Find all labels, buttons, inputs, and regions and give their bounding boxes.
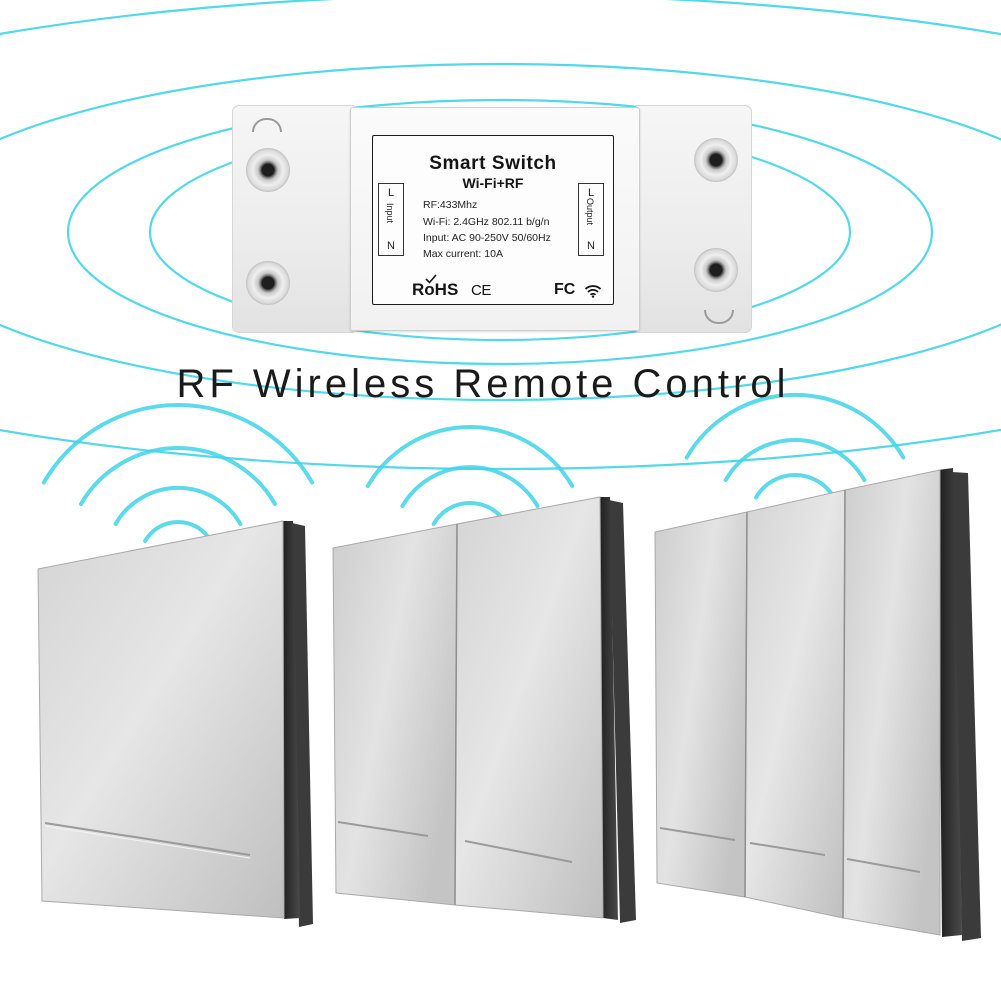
wave-arcs-left [41,403,315,543]
wave-arc [400,465,540,508]
switch-paddle-edge [938,468,962,937]
ce-mark: CE [471,282,491,299]
wave-arc [723,438,867,482]
wave-arc [754,473,836,500]
remote-switch-3-gang [654,468,981,941]
screw-terminal [694,248,738,292]
paddle-divider [744,511,748,898]
remote-switch-1-gang [37,520,313,927]
paddle-groove [337,821,429,837]
switch-paddle [744,489,846,919]
wave-arc [79,446,277,506]
switch-base-edge [952,472,981,941]
spec-rf: RF:433Mhz [423,199,478,211]
wave-arc [684,393,906,460]
terminal-live-label: L [387,187,395,199]
terminal-neutral-label: N [587,240,595,252]
switch-base-edge [609,500,636,923]
screw-terminal [246,148,290,192]
paddle-groove [659,827,736,841]
paddle-divider [842,489,846,919]
switch-paddle [37,520,285,919]
switch-paddle [332,523,458,906]
paddle-groove [749,842,826,856]
signal-ring [66,98,934,366]
wave-arcs-right [684,393,906,500]
signal-ring [0,62,1001,402]
device-right-cap [636,105,752,333]
check-icon [425,274,437,284]
terminal-neutral-label: N [387,240,395,252]
screw-terminal [694,138,738,182]
spec-input: Input: AC 90-250V 50/60Hz [423,232,551,244]
spec-wifi: Wi-Fi: 2.4GHz 802.11 b/g/n [423,216,550,228]
spec-max-current: Max current: 10A [423,248,503,260]
paddle-divider [454,523,458,906]
switch-paddle [842,469,941,936]
caption: RF Wireless Remote Control [176,362,790,406]
wave-arc [41,403,315,485]
device-subtitle: Wi-Fi+RF [462,175,524,191]
device-title: Smart Switch [429,153,557,174]
terminal-output-label: Output [585,198,595,226]
input-terminal-box: L Input N [378,183,404,256]
remote-switch-2-gang [332,496,636,923]
device-label [372,135,614,305]
switch-paddle-edge [281,521,300,919]
switch-paddle [454,496,604,919]
wifi-icon [584,285,602,298]
switch-paddle-edge [598,497,618,920]
paddle-groove [44,822,251,856]
paddle-groove [846,858,921,873]
wave-arc [365,424,575,488]
wave-arc [431,501,509,526]
device-left-cap [232,105,354,333]
output-terminal-box: L Output N [578,183,604,256]
rohs-mark: RoHS [412,280,459,299]
paddle-groove [464,840,573,863]
wave-arcs-middle [365,424,575,526]
wave-arc [113,485,243,526]
terminal-live-label: L [587,187,595,199]
screw-terminal [246,261,290,305]
signal-ring [0,0,1001,471]
paddle-groove-highlight [44,825,251,859]
terminal-input-label: Input [385,203,395,224]
wave-arc [143,520,213,543]
fc-mark: FC [554,281,576,298]
